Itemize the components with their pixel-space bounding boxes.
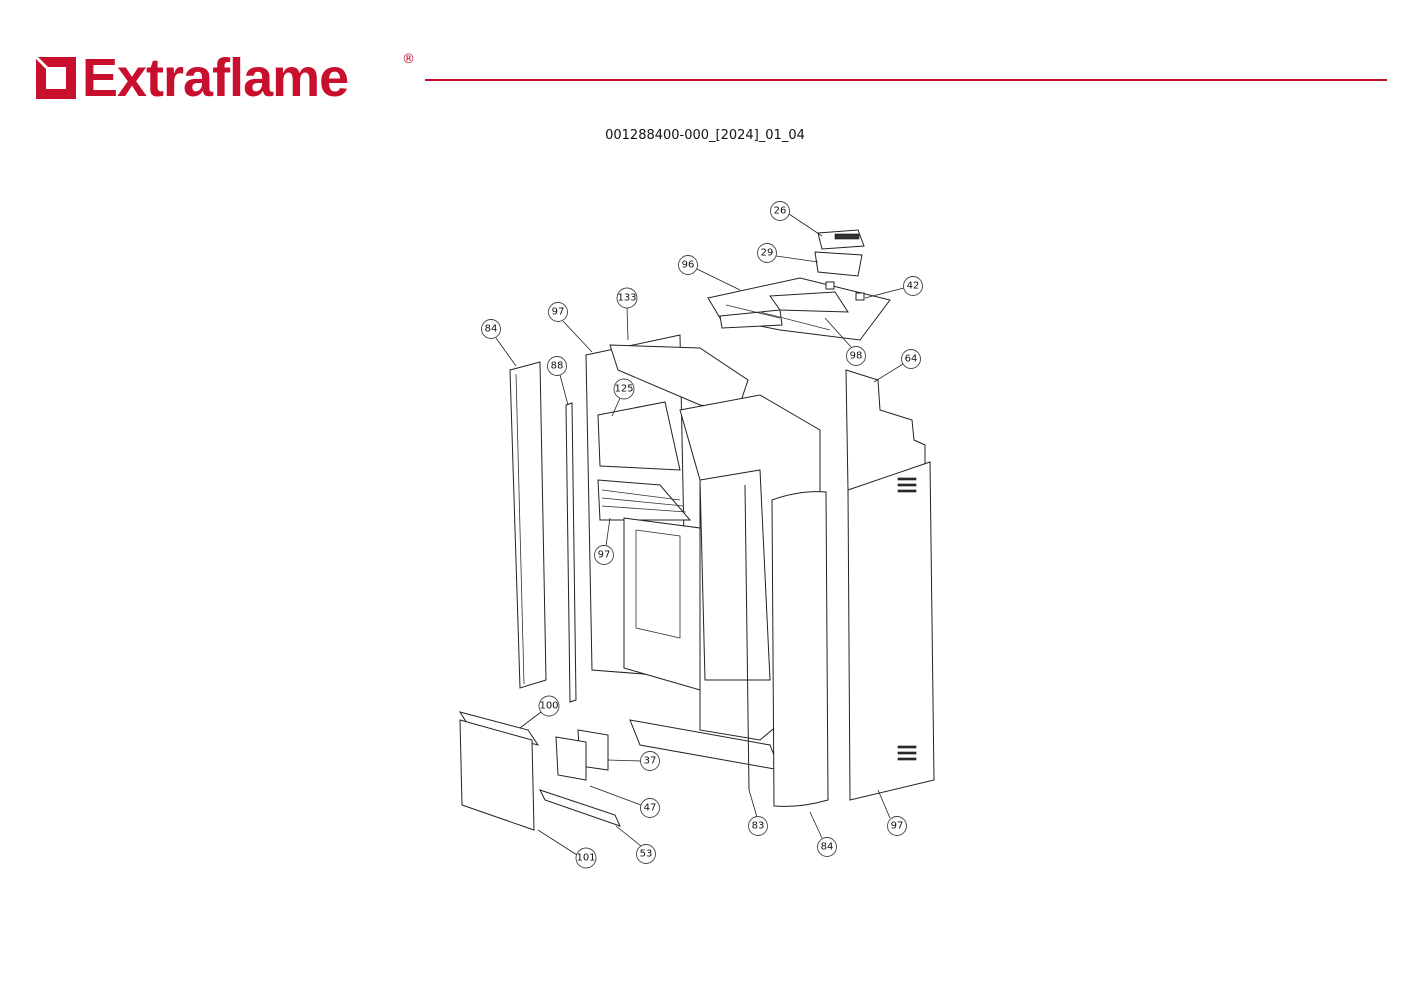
callout-29: 29 xyxy=(757,243,777,263)
svg-text:42: 42 xyxy=(907,281,920,292)
part-side-trim-left xyxy=(509,361,547,689)
svg-text:97: 97 xyxy=(552,307,565,318)
callout-125: 125 xyxy=(613,378,635,400)
registered-mark: ® xyxy=(402,52,415,67)
svg-text:101: 101 xyxy=(576,853,595,864)
svg-text:26: 26 xyxy=(774,206,787,217)
svg-text:29: 29 xyxy=(761,248,774,259)
part-plates xyxy=(539,729,621,827)
part-side-panel-right xyxy=(845,369,935,801)
svg-text:97: 97 xyxy=(598,550,611,561)
callout-88: 88 xyxy=(547,356,567,376)
svg-text:125: 125 xyxy=(614,384,633,395)
svg-text:96: 96 xyxy=(682,260,695,271)
part-rod xyxy=(744,484,750,791)
callout-84-left: 84 xyxy=(481,319,501,339)
callout-96: 96 xyxy=(678,255,698,275)
callout-83: 83 xyxy=(748,816,768,836)
callout-37: 37 xyxy=(640,751,660,771)
brand-name: Extraflame xyxy=(82,48,349,108)
part-door xyxy=(623,517,701,691)
header-divider xyxy=(425,79,1387,81)
part-control-panel xyxy=(814,229,865,277)
svg-text:133: 133 xyxy=(617,293,636,304)
svg-text:98: 98 xyxy=(850,351,863,362)
part-upper-panel xyxy=(597,401,681,471)
callout-84-right: 84 xyxy=(817,837,837,857)
callout-42: 42 xyxy=(903,276,923,296)
callout-97-grille: 97 xyxy=(594,545,614,565)
leader-lines xyxy=(495,213,905,856)
svg-text:88: 88 xyxy=(551,361,564,372)
svg-text:64: 64 xyxy=(905,354,918,365)
part-grille xyxy=(597,479,692,521)
callout-100: 100 xyxy=(538,695,560,717)
svg-text:83: 83 xyxy=(752,821,765,832)
part-base-cover xyxy=(458,711,540,831)
part-front-trim-right xyxy=(771,491,829,807)
svg-text:53: 53 xyxy=(640,849,653,860)
callout-53: 53 xyxy=(636,844,656,864)
svg-text:84: 84 xyxy=(821,842,834,853)
svg-text:47: 47 xyxy=(644,803,657,814)
callout-98: 98 xyxy=(846,346,866,366)
callout-101: 101 xyxy=(575,847,597,869)
callout-97-side: 97 xyxy=(887,816,907,836)
svg-text:84: 84 xyxy=(485,324,498,335)
svg-text:37: 37 xyxy=(644,756,657,767)
callout-26: 26 xyxy=(770,201,790,221)
callout-64: 64 xyxy=(901,349,921,369)
callout-133: 133 xyxy=(616,287,638,309)
part-top-cover xyxy=(707,277,891,341)
callout-97-top: 97 xyxy=(548,302,568,322)
callout-47: 47 xyxy=(640,798,660,818)
logo-mark-icon xyxy=(34,55,76,99)
svg-text:100: 100 xyxy=(539,701,558,712)
brand-logo: Extraflame xyxy=(34,48,349,108)
document-code: 001288400-000_[2024]_01_04 xyxy=(605,128,805,143)
part-strip xyxy=(565,402,577,703)
svg-text:97: 97 xyxy=(891,821,904,832)
